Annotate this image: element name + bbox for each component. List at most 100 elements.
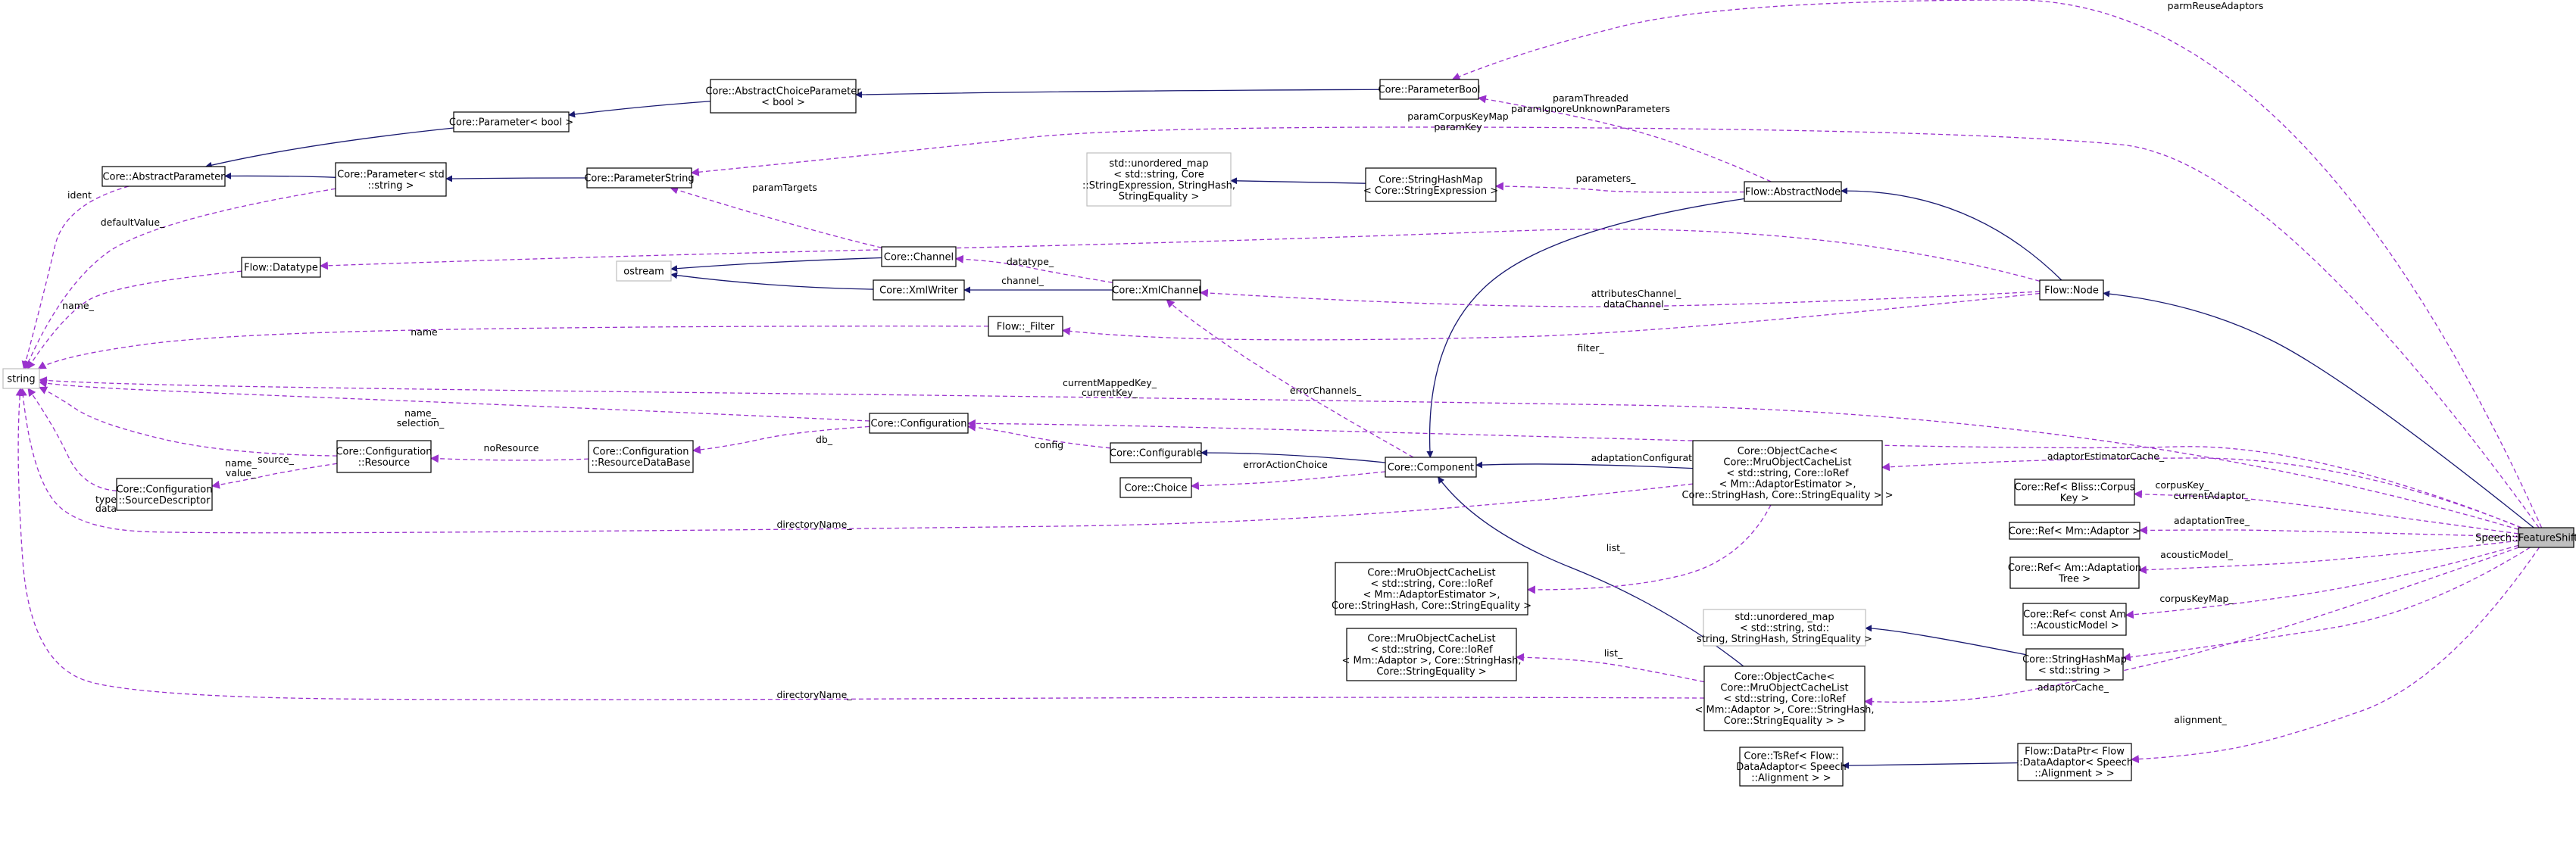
edge-label: parmReuseAdaptors — [2168, 0, 2264, 11]
class-node-ref_corpus[interactable]: Core::Ref< Bliss::CorpusKey > — [2014, 478, 2135, 506]
class-node-label: Core::StringEquality > > — [1724, 715, 1845, 727]
usage-edge-component-xmlchannel — [1166, 299, 1414, 458]
class-node-label: Core::StringHashMap — [2022, 654, 2127, 666]
inheritance-edge-pstring-paramstdstr — [445, 175, 588, 182]
class-node-box — [616, 260, 672, 282]
class-node-label: Core::Configuration — [870, 419, 966, 430]
edge-label: currentKey_ — [1082, 387, 1138, 398]
edge-label: source_ — [258, 454, 295, 465]
edge-label: paramThreaded — [1553, 92, 1628, 104]
edge-label: name_ — [225, 457, 257, 469]
class-node-label: < std::string, std:: — [1740, 623, 1829, 634]
class-node-pstring[interactable]: Core::ParameterString — [584, 167, 695, 189]
usage-edge-paramstdstr-string — [24, 188, 336, 370]
class-node-dataptr[interactable]: Flow::DataPtr< Flow::DataAdaptor< Speech… — [2016, 743, 2133, 781]
class-node-label: Core::Configuration — [592, 446, 688, 457]
edge-label: list_ — [1606, 542, 1625, 553]
class-node-absnode[interactable]: Flow::AbstractNode — [1744, 181, 1842, 202]
class-node-label: ::SourceDescriptor — [119, 495, 211, 507]
class-node-datatype[interactable]: Flow::Datatype — [241, 257, 321, 278]
class-node-box — [1703, 666, 1866, 731]
edge-label: currentMappedKey_ — [1063, 377, 1157, 388]
class-node-umap1[interactable]: std::unordered_map< std::string, Core::S… — [1082, 152, 1235, 207]
class-node-label: Core::MruObjectCacheList — [1367, 633, 1495, 644]
usage-edge-fsa-pbool — [1451, 0, 2543, 528]
class-node-label: ::Resource — [358, 457, 410, 469]
class-node-objcache_adp[interactable]: Core::ObjectCache<Core::MruObjectCacheLi… — [1694, 666, 1875, 731]
edge-label: corpusKey_ — [2156, 479, 2210, 491]
usage-edge-fsa-pstring — [690, 126, 2540, 528]
edge-label: type — [95, 494, 117, 505]
class-node-label: Core::Configuration — [336, 446, 432, 457]
class-node-parambool[interactable]: Core::Parameter< bool > — [449, 111, 573, 132]
class-node-label: Core::Ref< Am::Adaptation — [2008, 563, 2141, 574]
class-node-mrulist_adp[interactable]: Core::MruObjectCacheList< std::string, C… — [1341, 628, 1522, 681]
inheritance-edge-objcache_adp-component — [1438, 476, 1744, 667]
usage-edge-fsa-ref_adaptor — [2138, 525, 2519, 538]
class-node-label: < Mm::AdaptorEstimator >, — [1719, 479, 1856, 491]
class-node-label: Tree > — [2058, 573, 2090, 584]
class-node-objcache_est[interactable]: Core::ObjectCache<Core::MruObjectCacheLi… — [1681, 440, 1894, 506]
edge-label: dataChannel_ — [1603, 298, 1669, 310]
class-node-ref_adaptor[interactable]: Core::Ref< Mm::Adaptor > — [2009, 522, 2140, 540]
class-node-label: Speech::FeatureShiftAdaptor — [2475, 533, 2576, 544]
class-node-box — [1365, 167, 1497, 202]
inheritance-edge-absnode-component — [1426, 198, 1745, 458]
class-node-xmlwriter[interactable]: Core::XmlWriter — [873, 279, 965, 301]
class-node-box — [881, 246, 957, 267]
edge-label: list_ — [1604, 647, 1623, 659]
class-node-xmlchannel[interactable]: Core::XmlChannel — [1112, 279, 1201, 301]
class-node-absparam[interactable]: Core::AbstractParameter — [101, 166, 226, 187]
class-node-resourcedb[interactable]: Core::Configuration::ResourceDataBase — [588, 440, 694, 473]
class-node-label: Core::ParameterString — [584, 173, 694, 185]
class-node-mrulist_est[interactable]: Core::MruObjectCacheList< std::string, C… — [1332, 562, 1532, 616]
class-node-flownode[interactable]: Flow::Node — [2039, 279, 2104, 301]
usage-edge-fsa-string — [38, 376, 2519, 530]
usage-edge-fsa-ref_tree — [2137, 540, 2519, 575]
class-node-cfgresource[interactable]: Core::Configuration::Resource — [336, 440, 432, 473]
class-node-paramstdstr[interactable]: Core::Parameter< std::string > — [335, 162, 447, 197]
class-node-umap2[interactable]: std::unordered_map< std::string, std::st… — [1697, 609, 1872, 647]
class-node-box — [2518, 527, 2574, 548]
class-node-box — [1086, 152, 1232, 207]
class-node-box — [116, 478, 213, 511]
class-node-shm_expr[interactable]: Core::StringHashMap< Core::StringExpress… — [1363, 167, 1498, 202]
class-node-ostream[interactable]: ostream — [616, 260, 672, 282]
class-node-shm_string[interactable]: Core::StringHashMap< std::string > — [2022, 648, 2127, 681]
edge-label: acousticModel_ — [2160, 549, 2233, 560]
edge-label: filter_ — [1577, 342, 1604, 354]
class-node-abschoice[interactable]: Core::AbstractChoiceParameter< bool > — [705, 79, 861, 114]
usage-edge-absnode-pbool — [1477, 95, 1772, 182]
usage-edge-xmlchannel-channel — [954, 254, 1113, 283]
class-node-filter[interactable]: Flow::_Filter — [988, 316, 1063, 337]
class-node-label: Core::Choice — [1125, 483, 1188, 494]
class-node-configuration[interactable]: Core::Configuration — [869, 413, 969, 434]
class-node-box — [586, 167, 692, 189]
edge-label: value_ — [226, 467, 257, 478]
class-node-choice[interactable]: Core::Choice — [1119, 477, 1192, 498]
class-node-sourcedesc[interactable]: Core::Configuration::SourceDescriptor — [116, 478, 213, 511]
class-node-box — [1110, 442, 1202, 463]
class-node-tsref[interactable]: Core::TsRef< Flow::DataAdaptor< Speech::… — [1736, 747, 1847, 787]
class-node-string[interactable]: string — [2, 368, 40, 389]
class-node-box — [1385, 457, 1477, 478]
class-node-label: Core::XmlWriter — [879, 285, 958, 297]
class-node-box — [336, 440, 432, 473]
class-node-pbool[interactable]: Core::ParameterBool — [1379, 79, 1481, 100]
class-node-label: Key > — [2060, 493, 2090, 504]
class-node-label: Core::Configurable — [1110, 448, 1202, 460]
class-node-label: Core::StringEquality > — [1376, 666, 1486, 678]
class-node-label: ::AcousticModel > — [2030, 620, 2119, 631]
class-node-component[interactable]: Core::Component — [1385, 457, 1477, 478]
class-node-fsa[interactable]: Speech::FeatureShiftAdaptor — [2475, 527, 2576, 548]
class-node-channel[interactable]: Core::Channel — [881, 246, 957, 267]
edge-label: adaptorEstimatorCache_ — [2047, 450, 2165, 462]
edge-label: parameters_ — [1576, 173, 1637, 184]
class-node-configurable[interactable]: Core::Configurable — [1110, 442, 1202, 463]
class-node-box — [988, 316, 1063, 337]
class-node-label: Core::StringHash, Core::StringEquality >… — [1681, 490, 1893, 501]
class-node-ref_acoustic[interactable]: Core::Ref< const Am::AcousticModel > — [2022, 603, 2127, 636]
class-node-label: < std::string, Core::IoRef — [1726, 468, 1849, 479]
